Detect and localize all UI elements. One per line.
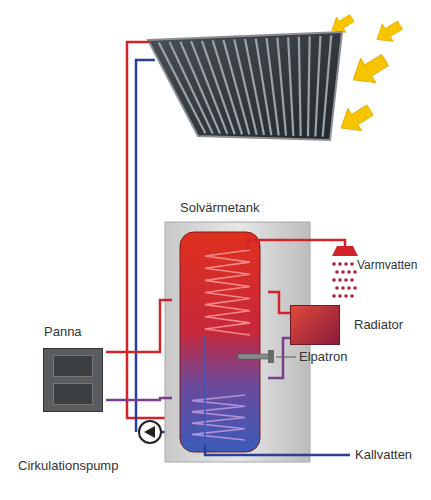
pipe-connector — [268, 338, 290, 378]
immersion-heater-cap — [268, 350, 274, 363]
pipe-connector — [268, 292, 290, 313]
collector-tube — [299, 37, 301, 136]
drop — [344, 294, 348, 298]
drop — [338, 278, 342, 282]
heat-exchanger-coils — [192, 250, 250, 445]
cold-inlet — [204, 335, 206, 445]
collector-tube — [308, 36, 310, 136]
collector-tube — [288, 37, 293, 136]
sun-arrow — [346, 48, 393, 92]
tank-body — [180, 232, 260, 452]
collector-tube — [234, 39, 256, 134]
sun-arrow — [334, 99, 377, 139]
drop — [344, 278, 348, 282]
water-drops — [332, 262, 357, 298]
sun-arrow — [371, 16, 405, 48]
drop — [353, 286, 357, 290]
drop — [350, 294, 354, 298]
drop — [353, 270, 357, 274]
immersion-heater — [238, 354, 270, 359]
drop — [350, 278, 354, 282]
coil — [192, 395, 245, 440]
boiler-panel — [53, 355, 93, 377]
part-label: Cirkulationspump — [18, 458, 118, 473]
drop — [338, 294, 342, 298]
collector-tube — [245, 39, 264, 135]
drop — [344, 262, 348, 266]
drop — [335, 270, 339, 274]
part-label: Elpatron — [299, 349, 347, 364]
radiator-node: Radiator — [290, 303, 420, 347]
pipe-connector — [106, 398, 172, 400]
boiler-node: Panna — [40, 318, 106, 414]
drop — [338, 262, 342, 266]
circulation-pump — [139, 421, 161, 443]
collector-tubes — [159, 35, 331, 136]
collector-tube — [159, 43, 206, 134]
drop — [341, 286, 345, 290]
drop — [335, 286, 339, 290]
solar-collector — [148, 32, 342, 140]
node-label: Radiator — [354, 317, 403, 332]
drop — [332, 278, 336, 282]
collector-tube — [180, 42, 220, 134]
drop — [332, 294, 336, 298]
drop — [332, 262, 336, 266]
collector-tube — [191, 41, 227, 134]
boiler-box — [43, 348, 103, 412]
pump-symbol — [144, 426, 155, 438]
node-label: Solvärmetank — [180, 200, 259, 215]
pipe-connector — [106, 300, 172, 352]
hot-water-pipe — [248, 240, 345, 250]
part-label: Kallvatten — [355, 447, 412, 462]
drop — [341, 270, 345, 274]
coil — [205, 250, 250, 335]
tank-housing — [165, 222, 310, 462]
boiler-panel — [53, 383, 93, 405]
drop — [347, 286, 351, 290]
collector-tube — [267, 38, 279, 135]
solar-return-pipe — [136, 60, 155, 432]
leader-line — [276, 357, 296, 358]
collector-tube — [323, 35, 332, 136]
collector-tube — [315, 36, 320, 137]
radiator-panel — [290, 305, 340, 345]
shower-head — [332, 246, 358, 256]
drop — [347, 270, 351, 274]
collector-tube — [277, 38, 286, 136]
node-label: Panna — [44, 324, 82, 339]
part-label: Varmvatten — [357, 258, 417, 272]
tank-node: Solvärmetank — [172, 198, 268, 456]
cold-water-pipe — [205, 445, 350, 455]
drop — [350, 262, 354, 266]
